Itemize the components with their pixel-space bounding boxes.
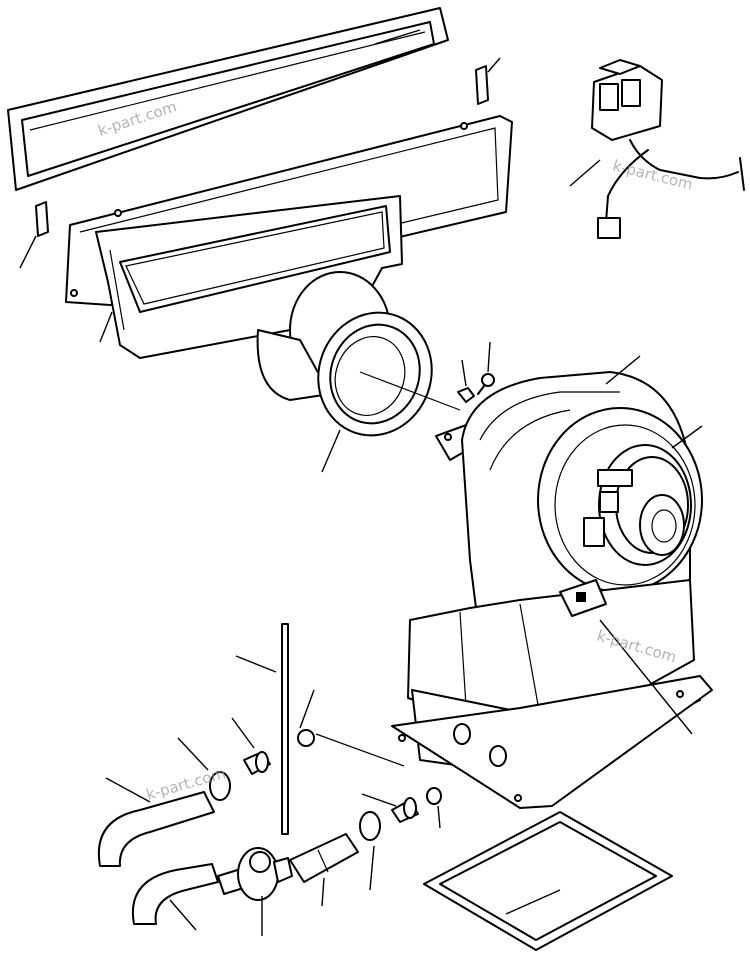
hose-fitting-upper bbox=[231, 717, 271, 775]
drain-rod bbox=[235, 623, 289, 835]
hose-upper bbox=[97, 777, 215, 867]
o-ring-upper bbox=[297, 689, 405, 767]
spacer-block-left bbox=[19, 201, 49, 269]
bolt-and-washer bbox=[457, 341, 495, 403]
filter-frame-top bbox=[7, 7, 449, 191]
spacer-block-right bbox=[475, 57, 501, 105]
bottom-gasket bbox=[423, 811, 673, 951]
heater-box bbox=[391, 579, 713, 809]
hose-fitting-lower bbox=[361, 793, 419, 823]
water-valve bbox=[217, 847, 293, 936]
hose-clamp-lower bbox=[359, 811, 381, 891]
relay-harness bbox=[569, 59, 745, 239]
hose-middle bbox=[289, 833, 359, 907]
o-ring-lower bbox=[426, 787, 442, 829]
intake-duct-housing bbox=[65, 115, 513, 401]
ring-gasket bbox=[317, 311, 461, 473]
blower-motor bbox=[583, 425, 703, 566]
hose-clamp-upper bbox=[177, 737, 231, 801]
watermark-text: k-part.com bbox=[611, 156, 695, 193]
hose-lower bbox=[131, 863, 219, 931]
